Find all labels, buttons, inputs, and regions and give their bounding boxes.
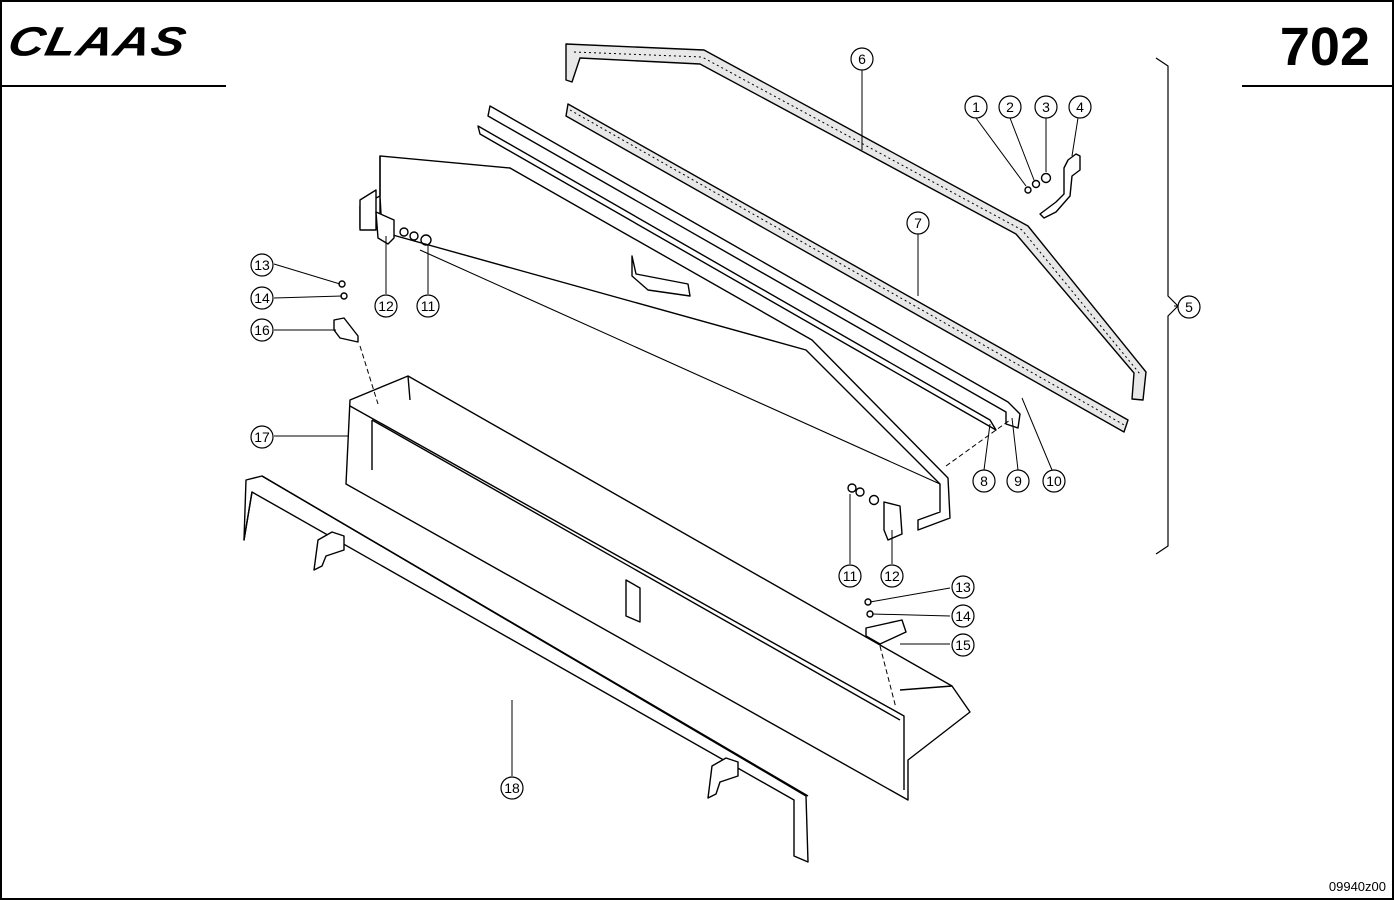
callout-18: 18 <box>500 776 524 800</box>
clip-15 <box>864 598 907 645</box>
clamping-rail <box>477 105 1021 431</box>
svg-text:16: 16 <box>254 322 270 338</box>
callout-10: 10 <box>1042 469 1066 493</box>
clip-16 <box>333 280 359 343</box>
callout-17: 17 <box>250 425 274 449</box>
angle-profile <box>243 475 809 863</box>
svg-text:10: 10 <box>1046 473 1062 489</box>
callout-2: 2 <box>998 95 1022 119</box>
trough-housing <box>345 375 971 801</box>
svg-text:3: 3 <box>1042 99 1050 115</box>
svg-text:12: 12 <box>378 298 394 314</box>
washers-1-3 <box>1024 172 1052 194</box>
hardware-right <box>847 483 903 541</box>
svg-text:4: 4 <box>1076 99 1084 115</box>
callout-9: 9 <box>1006 469 1030 493</box>
rubber-strip-upper <box>565 43 1147 401</box>
callout-bubbles: 1 2 3 4 5 6 7 8 9 10 11 11 12 12 13 13 1… <box>250 47 1201 800</box>
svg-text:1: 1 <box>972 99 980 115</box>
callout-14-right: 14 <box>951 604 975 628</box>
svg-text:12: 12 <box>884 568 900 584</box>
svg-text:18: 18 <box>504 780 520 796</box>
bracket-4 <box>1039 153 1081 219</box>
callout-8: 8 <box>972 469 996 493</box>
callout-11-right: 11 <box>838 564 862 588</box>
svg-text:17: 17 <box>254 429 270 445</box>
callout-13-left: 13 <box>250 253 274 277</box>
svg-text:7: 7 <box>914 215 922 231</box>
callout-15: 15 <box>951 633 975 657</box>
rubber-strip-lower <box>565 103 1129 433</box>
callout-1: 1 <box>964 95 988 119</box>
svg-text:9: 9 <box>1014 473 1022 489</box>
callout-3: 3 <box>1034 95 1058 119</box>
callout-4: 4 <box>1068 95 1092 119</box>
drawing-id: 09940z00 <box>1328 879 1386 894</box>
callout-14-left: 14 <box>250 286 274 310</box>
sheet-number: 702 <box>1279 17 1370 77</box>
hardware-left <box>375 211 432 246</box>
svg-text:11: 11 <box>843 568 858 584</box>
svg-text:15: 15 <box>955 637 971 653</box>
callout-6: 6 <box>850 47 874 71</box>
callout-16: 16 <box>250 318 274 342</box>
svg-text:11: 11 <box>421 298 436 314</box>
svg-text:14: 14 <box>955 608 971 624</box>
svg-text:2: 2 <box>1006 99 1014 115</box>
deflector-plate <box>359 155 951 531</box>
svg-text:13: 13 <box>254 257 270 273</box>
callout-12-left: 12 <box>374 294 398 318</box>
callout-7: 7 <box>906 211 930 235</box>
svg-text:13: 13 <box>955 579 971 595</box>
callout-13-right: 13 <box>951 575 975 599</box>
svg-text:5: 5 <box>1185 299 1193 315</box>
svg-text:8: 8 <box>980 473 988 489</box>
callout-12-right: 12 <box>880 564 904 588</box>
svg-text:14: 14 <box>254 290 270 306</box>
leader-lines <box>273 70 1178 776</box>
callout-11-left: 11 <box>416 294 440 318</box>
callout-5: 5 <box>1177 295 1201 319</box>
svg-text:6: 6 <box>858 51 866 67</box>
